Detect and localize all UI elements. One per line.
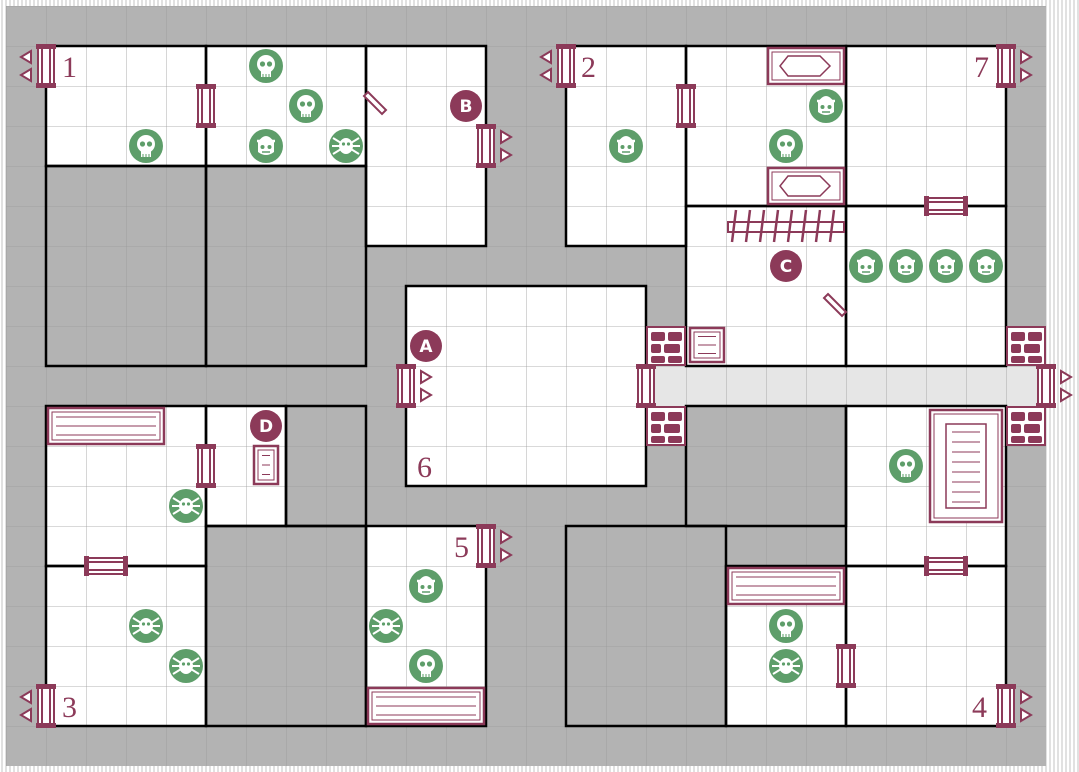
rubble-icon xyxy=(646,406,686,446)
sword-icon[interactable] xyxy=(362,90,388,116)
skull-icon[interactable] xyxy=(249,49,283,83)
spider-icon[interactable] xyxy=(129,609,163,643)
door-icon[interactable] xyxy=(924,196,968,216)
coffin-icon[interactable] xyxy=(766,166,846,206)
marker-d-label: D xyxy=(259,417,273,437)
zombie-icon[interactable] xyxy=(929,249,963,283)
trap-icon[interactable] xyxy=(688,326,726,364)
room-number-7: 7 xyxy=(974,51,989,84)
spider-icon[interactable] xyxy=(769,649,803,683)
zombie-icon[interactable] xyxy=(249,129,283,163)
chest-icon[interactable] xyxy=(252,444,280,486)
entry-arrow-icon[interactable] xyxy=(500,129,513,163)
entry-arrow-icon[interactable] xyxy=(420,369,433,403)
tomb-icon[interactable] xyxy=(928,408,1004,524)
marker-a-label: A xyxy=(419,337,433,357)
door-icon[interactable] xyxy=(556,44,576,88)
room-number-2: 2 xyxy=(581,51,596,84)
torture-rack-icon[interactable] xyxy=(726,566,846,606)
skull-icon[interactable] xyxy=(889,449,923,483)
rubble-icon xyxy=(1006,406,1046,446)
table-icon[interactable] xyxy=(46,406,166,446)
entry-arrow-icon[interactable] xyxy=(1020,49,1033,83)
spider-icon[interactable] xyxy=(329,129,363,163)
zombie-icon[interactable] xyxy=(409,569,443,603)
room-number-6: 6 xyxy=(417,451,432,484)
entry-arrow-icon[interactable] xyxy=(500,529,513,563)
skull-icon[interactable] xyxy=(769,609,803,643)
zombie-icon[interactable] xyxy=(889,249,923,283)
entry-arrow-icon[interactable] xyxy=(19,689,32,723)
spider-icon[interactable] xyxy=(369,609,403,643)
zombie-icon[interactable] xyxy=(609,129,643,163)
door-icon[interactable] xyxy=(996,684,1016,728)
door-icon[interactable] xyxy=(476,524,496,568)
bookcase-icon[interactable] xyxy=(366,686,486,726)
room-number-5: 5 xyxy=(454,531,469,564)
skull-icon[interactable] xyxy=(289,89,323,123)
door-icon[interactable] xyxy=(996,44,1016,88)
marker-c-label: C xyxy=(780,257,792,277)
door-icon[interactable] xyxy=(84,556,128,576)
door-icon[interactable] xyxy=(196,444,216,488)
door-icon[interactable] xyxy=(676,84,696,128)
marker-c[interactable]: C xyxy=(770,250,802,282)
marker-d[interactable]: D xyxy=(250,410,282,442)
coffin-icon[interactable] xyxy=(766,46,846,86)
door-icon[interactable] xyxy=(1036,364,1056,408)
skull-icon[interactable] xyxy=(769,129,803,163)
rubble-icon xyxy=(646,326,686,366)
weapon-rack-icon[interactable] xyxy=(727,209,845,243)
door-icon[interactable] xyxy=(476,124,496,168)
entry-arrow-icon[interactable] xyxy=(19,49,32,83)
zombie-icon[interactable] xyxy=(809,89,843,123)
door-icon[interactable] xyxy=(196,84,216,128)
door-icon[interactable] xyxy=(396,364,416,408)
marker-b[interactable]: B xyxy=(450,90,482,122)
rubble-icon xyxy=(1006,326,1046,366)
spider-icon[interactable] xyxy=(169,649,203,683)
sword-icon[interactable] xyxy=(822,292,848,318)
zombie-icon[interactable] xyxy=(849,249,883,283)
door-icon[interactable] xyxy=(924,556,968,576)
door-icon[interactable] xyxy=(836,644,856,688)
entry-arrow-icon[interactable] xyxy=(539,49,552,83)
room-number-4: 4 xyxy=(972,691,987,724)
room-number-1: 1 xyxy=(62,51,77,84)
door-icon[interactable] xyxy=(636,364,656,408)
grid-overlay xyxy=(6,6,1046,766)
door-icon[interactable] xyxy=(36,44,56,88)
zombie-icon[interactable] xyxy=(969,249,1003,283)
door-icon[interactable] xyxy=(36,684,56,728)
room-walls xyxy=(44,44,1008,728)
marker-a[interactable]: A xyxy=(410,330,442,362)
entry-arrow-icon[interactable] xyxy=(1060,369,1073,403)
skull-icon[interactable] xyxy=(409,649,443,683)
entry-arrow-icon[interactable] xyxy=(1020,689,1033,723)
room-number-3: 3 xyxy=(62,691,77,724)
skull-icon[interactable] xyxy=(129,129,163,163)
spider-icon[interactable] xyxy=(169,489,203,523)
marker-b-label: B xyxy=(460,97,473,117)
